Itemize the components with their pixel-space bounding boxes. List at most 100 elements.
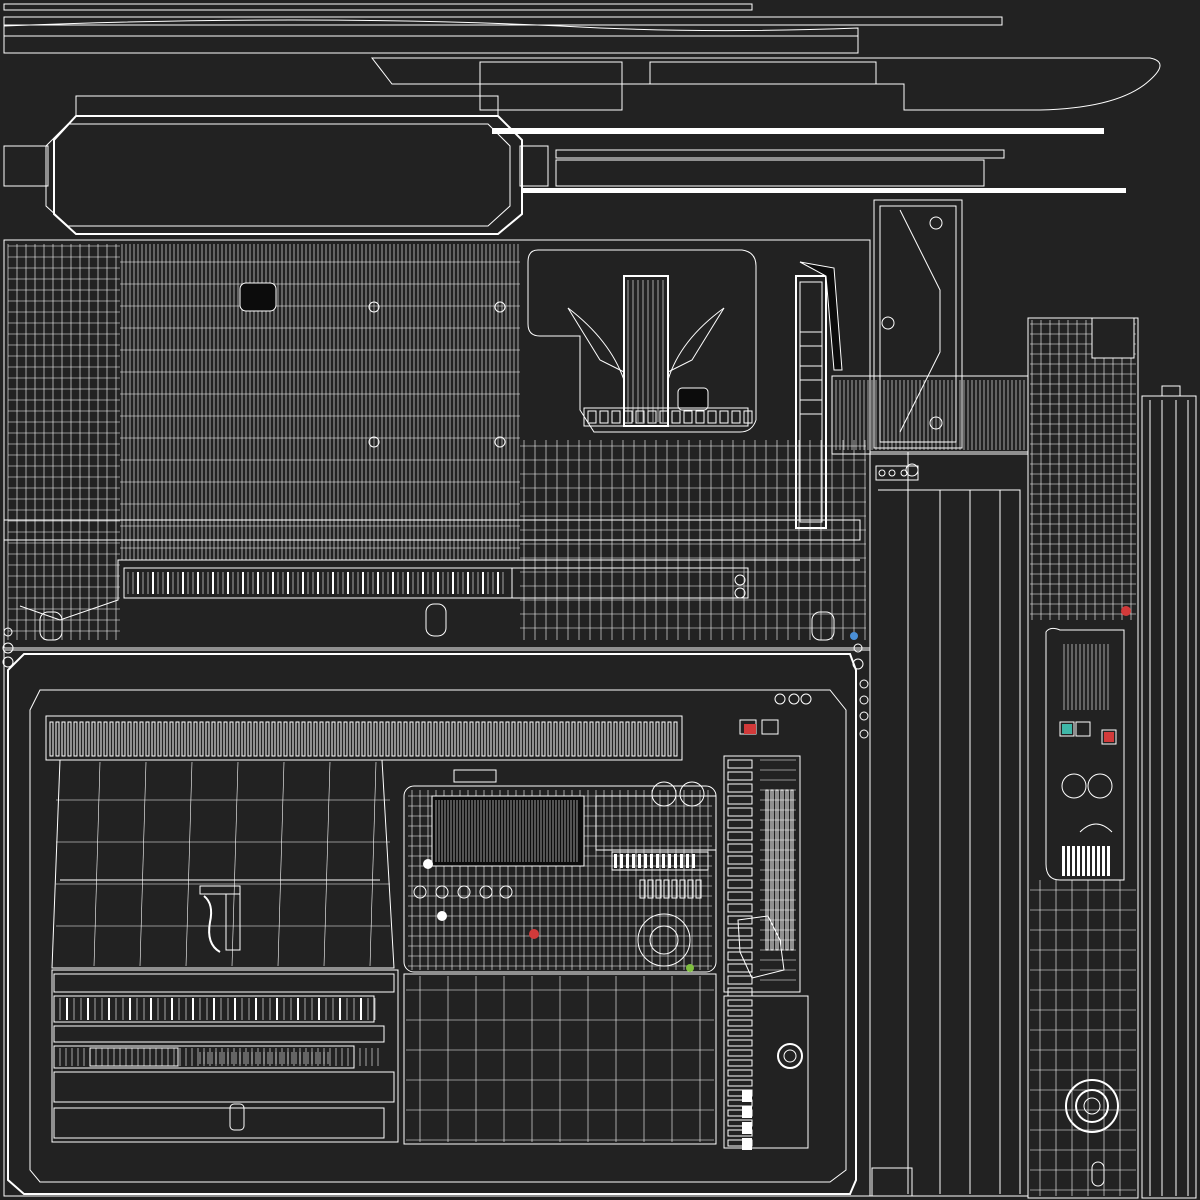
wire-rect [53,1025,385,1043]
wire-rect [313,721,318,757]
wire-rect [727,855,753,865]
wire-line [323,761,331,967]
wire-line [139,761,147,967]
wire-rect [765,789,769,951]
wire-rect [785,789,789,951]
wire-rect [1062,846,1065,876]
octagon-panel [3,95,549,235]
wire-rect [663,879,670,899]
wire-rect [683,410,693,424]
wire-rect [403,721,408,757]
wire-rect [650,854,653,868]
wire-rect [639,879,646,899]
wire-rect [427,721,432,757]
wire-rect [415,721,420,757]
wire-rect [583,721,588,757]
wire-rect [742,1090,752,1102]
wire-rect [259,721,264,757]
wire-rect [668,854,671,868]
wire-rect [457,721,462,757]
wire-rect [97,721,102,757]
wire-rect [157,721,162,757]
wire-rect [541,721,546,757]
wire-rect [79,721,84,757]
wire-rect [667,721,672,757]
wire-rect [571,721,576,757]
wire-rect [1072,846,1075,876]
wire-rect [661,721,666,757]
marker-red [1104,732,1114,742]
vertical-slot-strip [795,261,843,529]
wire-line [277,761,285,967]
wire-rect [1102,846,1105,876]
wire-rect [481,721,486,757]
wire-rect [175,721,180,757]
wire-rect [727,843,753,853]
wire-rect [53,995,375,1023]
wire-rect [253,721,258,757]
wire-rect [247,721,252,757]
wire-rect [631,721,636,757]
wire-circle [457,885,471,899]
wire-rect [727,867,753,877]
uv-strip [3,3,753,11]
uv-strip [649,61,877,85]
wire-rect [727,999,753,1007]
uv-strip [522,188,1126,193]
wire-rect [493,721,498,757]
wire-rect [397,721,402,757]
marker-red [529,929,539,939]
wire-rect [55,721,60,757]
wire-rect [727,951,753,961]
wire-rect [121,721,126,757]
wire-rect [595,721,600,757]
wire-rect [115,721,120,757]
wire-rect [707,410,717,424]
wire-rect [49,721,54,757]
wire-rect [727,1009,753,1017]
wire-rect [565,721,570,757]
wire-rect [271,721,276,757]
wire-rect [770,789,774,951]
wire-rect [674,854,677,868]
wire-rect [139,721,144,757]
wire-rect [1107,846,1110,876]
wire-rect [409,721,414,757]
wire-rect [511,721,516,757]
wire-rect [217,721,222,757]
logo-panel [527,249,757,433]
wire-rect [181,721,186,757]
wire-rect [1077,846,1080,876]
wire-rect [742,1106,752,1118]
marker-blue [850,632,858,640]
wire-rect [727,759,753,769]
wire-rect [619,721,624,757]
wire-rect [505,721,510,757]
wire-line [93,761,101,967]
wire-rect [499,721,504,757]
wire-rect [662,854,665,868]
wire-rect [727,1099,753,1107]
wire-rect [193,721,198,757]
wire-rect [235,721,240,757]
wire-rect [553,721,558,757]
wire-rect [463,721,468,757]
wire-rect [625,721,630,757]
wire-rect [73,721,78,757]
wire-rect [325,721,330,757]
wire-rect [727,1039,753,1047]
wire-rect [307,721,312,757]
wire-rect [421,721,426,757]
wire-rect [727,963,753,973]
uv-strip [492,128,1104,134]
wire-rect [614,854,617,868]
wire-rect [283,721,288,757]
wire-rect [295,721,300,757]
fastener-circles [2,627,869,739]
tall-column-center [869,451,1029,1197]
wire-rect [187,721,192,757]
wire-rect [331,721,336,757]
wire-rect [475,721,480,757]
wire-rect [611,410,621,424]
wire-circle [435,885,449,899]
